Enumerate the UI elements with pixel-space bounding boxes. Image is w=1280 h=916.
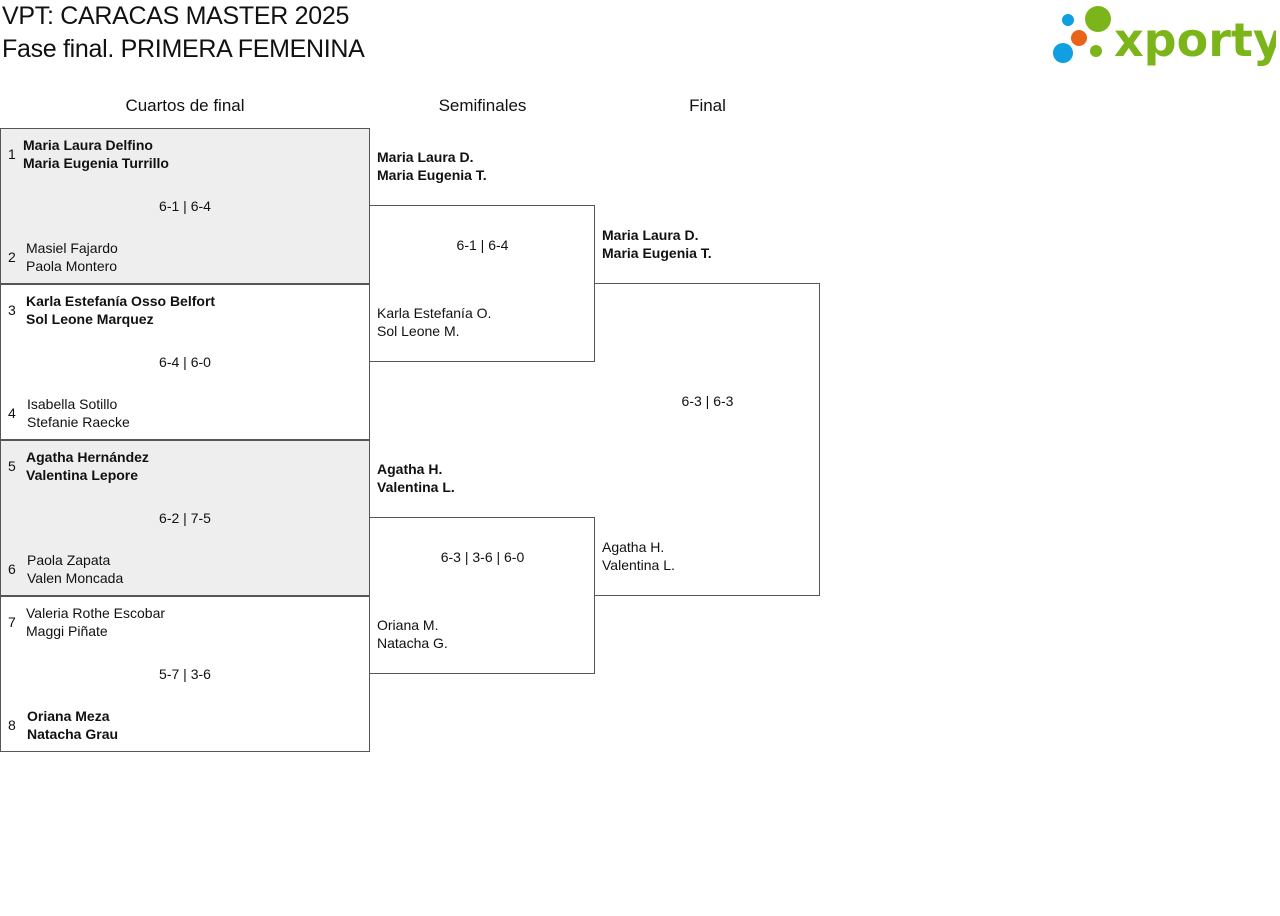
logo-text: xporty: [1114, 13, 1276, 67]
seed-number: 6: [8, 561, 16, 577]
player-name: Karla Estefanía O.: [377, 305, 492, 321]
player-name: Agatha Hernández: [26, 449, 149, 465]
team-entry: Valeria Rothe Escobar Maggi Piñate: [26, 604, 165, 640]
player-name: Agatha H.: [602, 539, 665, 555]
draw-subtitle: Fase final. PRIMERA FEMENINA: [2, 35, 365, 63]
player-name: Valentina L.: [377, 479, 455, 495]
player-name: Paola Montero: [26, 258, 118, 274]
logo-dot-green-small-icon: [1090, 45, 1102, 57]
player-name: Agatha H.: [377, 461, 443, 477]
player-name: Paola Zapata: [27, 552, 111, 568]
xporty-logo: xporty: [1053, 6, 1276, 67]
team-entry: Maria Laura Delfino Maria Eugenia Turril…: [23, 136, 169, 172]
player-name: Sol Leone M.: [377, 323, 460, 339]
match-score: 6-1 | 6-4: [159, 198, 211, 214]
player-name: Maria Eugenia Turrillo: [23, 155, 169, 171]
match-score: 6-2 | 7-5: [159, 510, 211, 526]
player-name: Maria Eugenia T.: [602, 245, 712, 261]
team-entry: Agatha H. Valentina L.: [602, 538, 675, 574]
logo-dot-green-icon: [1085, 6, 1111, 32]
player-name: Valentina Lepore: [26, 467, 139, 483]
team-entry: Oriana M. Natacha G.: [377, 616, 448, 652]
match-score: 6-4 | 6-0: [159, 354, 211, 370]
player-name: Stefanie Raecke: [27, 414, 130, 430]
seed-number: 7: [8, 614, 16, 630]
round-heading-final: Final: [689, 96, 726, 115]
seed-number: 8: [8, 717, 16, 733]
match-score: 6-1 | 6-4: [456, 237, 509, 253]
player-name: Natacha Grau: [27, 726, 119, 742]
seed-number: 1: [8, 146, 16, 162]
team-entry: Agatha H. Valentina L.: [377, 460, 455, 496]
seed-number: 3: [8, 302, 16, 318]
player-name: Natacha G.: [377, 635, 448, 651]
seed-number: 4: [8, 405, 16, 421]
quarterfinal-match-1: [0, 128, 370, 284]
tournament-title: VPT: CARACAS MASTER 2025: [2, 2, 350, 30]
seed-number: 5: [8, 458, 16, 474]
team-entry: Paola Zapata Valen Moncada: [27, 551, 123, 587]
player-name: Maria Laura D.: [377, 149, 474, 165]
seed-number: 2: [8, 249, 16, 265]
match-score: 6-3 | 6-3: [681, 393, 734, 409]
team-entry: Agatha Hernández Valentina Lepore: [26, 448, 149, 484]
logo-dot-blue-small-icon: [1062, 14, 1074, 26]
team-entry: Masiel Fajardo Paola Montero: [26, 239, 118, 275]
team-entry: Maria Laura D. Maria Eugenia T.: [377, 148, 487, 184]
team-entry: Karla Estefanía O. Sol Leone M.: [377, 304, 491, 340]
logo-dot-orange-icon: [1071, 30, 1087, 46]
team-entry: Maria Laura D. Maria Eugenia T.: [602, 226, 712, 262]
player-name: Maria Laura D.: [602, 227, 699, 243]
player-name: Oriana Meza: [27, 708, 110, 724]
player-name: Sol Leone Marquez: [26, 311, 154, 327]
quarterfinal-match-4: [0, 596, 370, 752]
team-entry: Karla Estefanía Osso Belfort Sol Leone M…: [26, 292, 215, 328]
player-name: Maggi Piñate: [26, 623, 108, 639]
player-name: Maria Laura Delfino: [23, 137, 153, 153]
player-name: Oriana M.: [377, 617, 439, 633]
match-score: 5-7 | 3-6: [159, 666, 211, 682]
team-entry: Oriana Meza Natacha Grau: [27, 707, 118, 743]
player-name: Valen Moncada: [27, 570, 124, 586]
player-name: Valeria Rothe Escobar: [26, 605, 166, 621]
match-score: 6-3 | 3-6 | 6-0: [440, 549, 525, 565]
player-name: Valentina L.: [602, 557, 675, 573]
player-name: Karla Estefanía Osso Belfort: [26, 293, 216, 309]
round-heading-semifinals: Semifinales: [438, 96, 527, 115]
final-match: [594, 283, 820, 596]
team-entry: Isabella Sotillo Stefanie Raecke: [27, 395, 130, 431]
player-name: Maria Eugenia T.: [377, 167, 487, 183]
quarterfinal-match-3: [0, 440, 370, 596]
logo-dot-blue-icon: [1053, 43, 1073, 63]
player-name: Isabella Sotillo: [27, 396, 118, 412]
round-heading-quarterfinals: Cuartos de final: [125, 96, 245, 115]
player-name: Masiel Fajardo: [26, 240, 118, 256]
quarterfinal-match-2: [0, 284, 370, 440]
